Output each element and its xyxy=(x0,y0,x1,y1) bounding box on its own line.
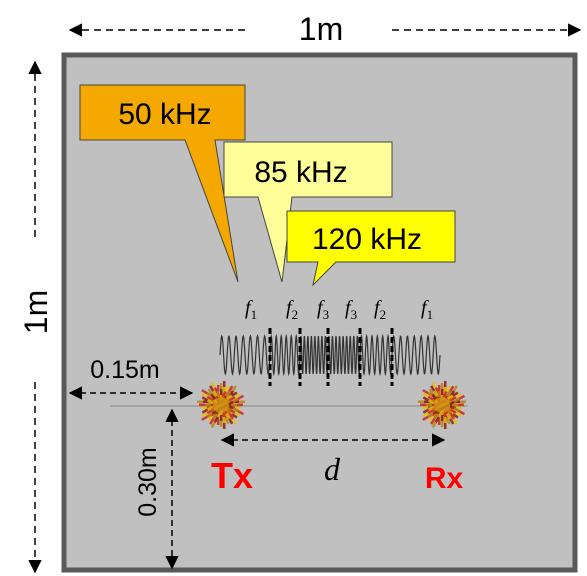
width-label: 1m xyxy=(299,11,343,47)
receiver-label: Rx xyxy=(425,462,464,495)
callout-85khz: 85 kHz xyxy=(223,141,393,283)
receiver-sensor xyxy=(418,381,466,429)
offset-x-dimension: 0.15m xyxy=(68,356,194,400)
plate xyxy=(61,52,578,573)
segment-dividers xyxy=(268,328,394,386)
callout-120khz: 120 kHz xyxy=(286,210,456,287)
transmitter-sensor xyxy=(197,381,245,429)
callout-50khz: 50 kHz xyxy=(79,84,246,283)
width-dimension: 1m xyxy=(68,7,582,47)
offset-y-label: 0.30m xyxy=(134,447,162,516)
offset-x-label: 0.15m xyxy=(90,356,159,384)
callout-50khz-text: 50 kHz xyxy=(118,98,211,131)
distance-label: d xyxy=(324,451,341,487)
height-dimension: 1m xyxy=(14,60,56,574)
callout-85khz-text: 85 kHz xyxy=(254,156,347,189)
transmitter-label: Tx xyxy=(211,455,253,496)
callout-120khz-text: 120 kHz xyxy=(312,223,422,256)
height-label: 1m xyxy=(18,290,54,334)
offset-y-dimension: 0.30m xyxy=(134,408,179,570)
distance-dimension: d xyxy=(220,433,446,487)
